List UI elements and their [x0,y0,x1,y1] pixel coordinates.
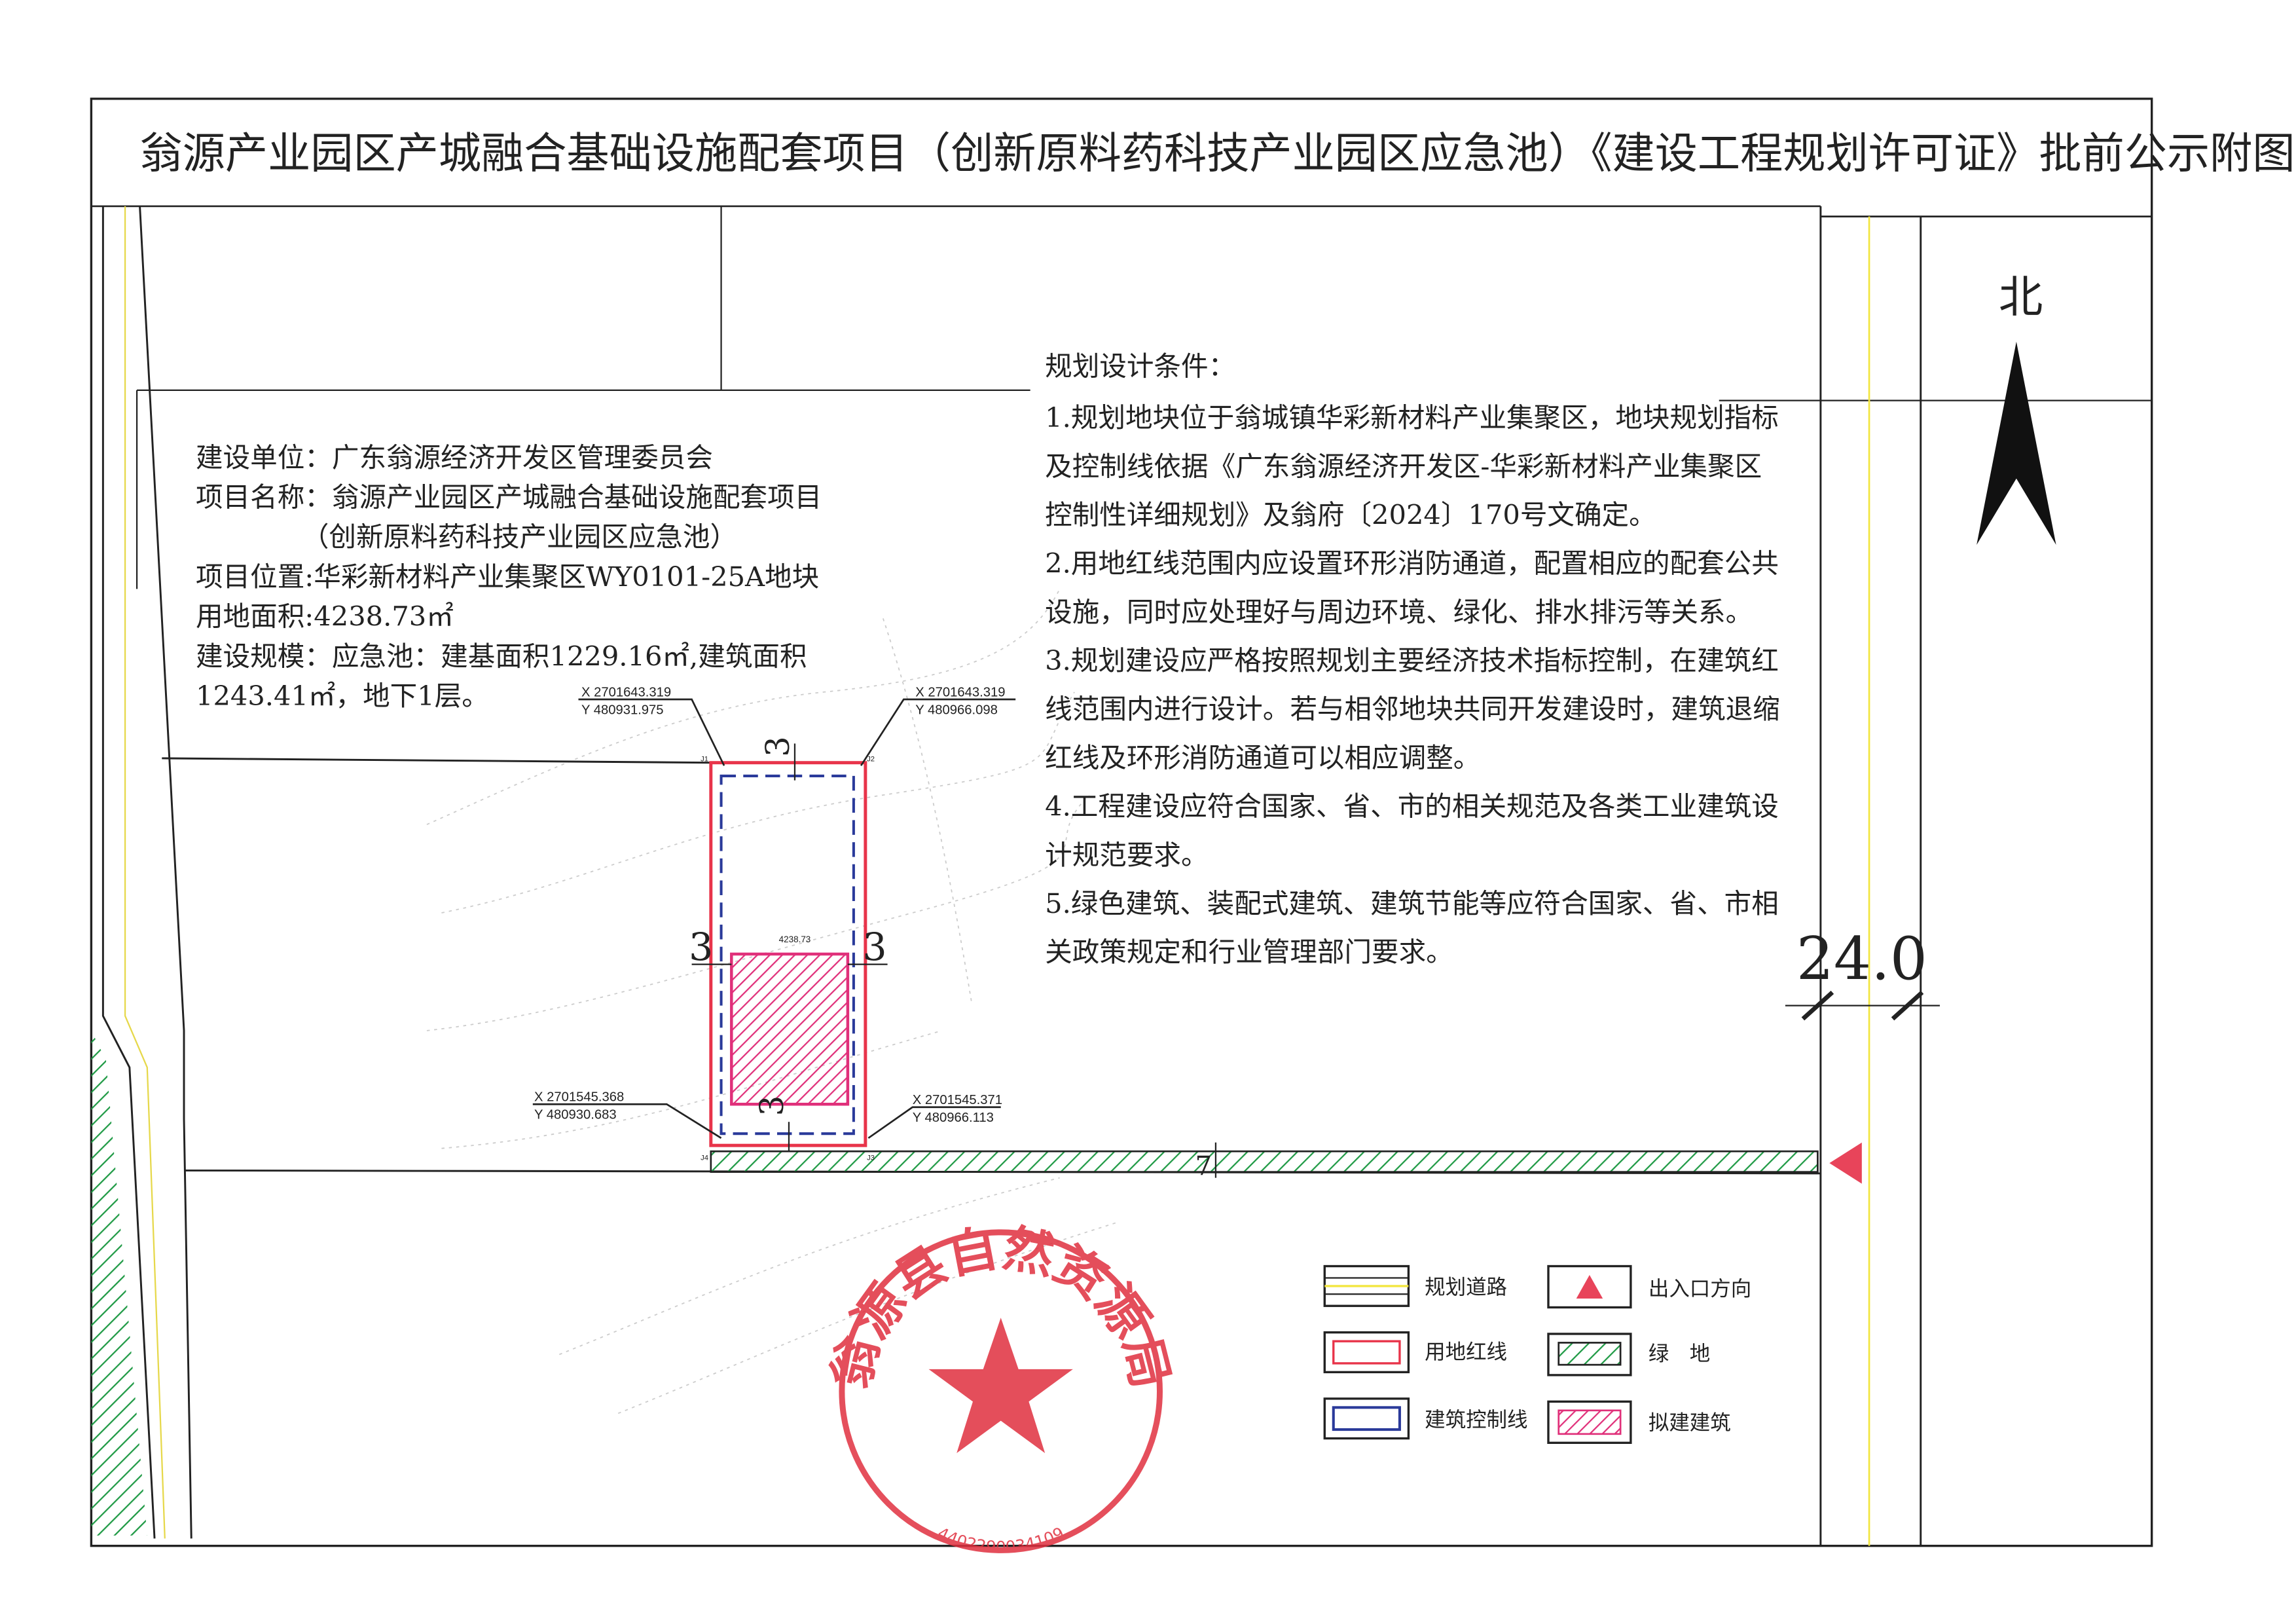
setback-right: 3 [862,925,886,969]
star-icon [928,1318,1073,1454]
coord-tl-y: Y 480931.975 [581,703,664,718]
legend: 规划道路 用地红线 建筑控制线 出入口方向 绿 地 拟建建筑 [1323,1264,1751,1444]
svg-text:出入口方向: 出入口方向 [1649,1277,1751,1301]
legend-green: 绿 地 [1547,1333,1710,1376]
svg-text:红线及环形消防通道可以相应调整。: 红线及环形消防通道可以相应调整。 [1045,741,1480,773]
site-area-label: 4238.73 [779,934,811,944]
svg-text:J2: J2 [867,755,875,763]
left-road [91,206,192,1539]
svg-text:拟建建筑: 拟建建筑 [1649,1411,1731,1435]
svg-text:5.绿色建筑、装配式建筑、建筑节能等应符合国家、省、市相: 5.绿色建筑、装配式建筑、建筑节能等应符合国家、省、市相 [1045,887,1779,919]
legend-entrance: 出入口方向 [1547,1264,1751,1309]
project-info: 建设单位：广东翁源经济开发区管理委员会 项目名称：翁源产业园区产城融合基础设施配… [196,441,822,712]
entrance-triangle-icon [1576,1275,1603,1299]
green-setback-label: 7 [1195,1150,1212,1181]
info-line: （创新原料药科技产业园区应急池） [302,521,737,553]
north-arrow-icon [1977,341,2056,545]
svg-text:4402290034109: 4402290034109 [935,1523,1067,1557]
svg-text:3.规划建设应严格按照规划主要经济技术指标控制，在建筑红: 3.规划建设应严格按照规划主要经济技术指标控制，在建筑红 [1045,644,1779,676]
coord-br-x: X 2701545.371 [913,1093,1002,1107]
info-line: 项目位置:华彩新材料产业集聚区WY0101-25A地块 [196,561,819,593]
right-road: 24.0 [1785,206,1940,1546]
setback-bottom: 3 [753,1096,791,1116]
svg-text:2.用地红线范围内应设置环形消防通道，配置相应的配套公共: 2.用地红线范围内应设置环形消防通道，配置相应的配套公共 [1045,547,1779,580]
info-line: 1243.41㎡，地下1层。 [196,680,489,712]
legend-building-control-line: 建筑控制线 [1323,1397,1527,1440]
svg-text:设施，同时应处理好与周边环境、绿化、排水排污等关系。: 设施，同时应处理好与周边环境、绿化、排水排污等关系。 [1045,596,1753,628]
legend-proposed-building: 拟建建筑 [1547,1400,1731,1444]
conditions-heading: 规划设计条件： [1045,350,1235,382]
road-width-label: 24.0 [1796,925,1927,993]
info-line: 建设规模：应急池：建基面积1229.16㎡,建筑面积 [196,640,807,672]
svg-text:用地红线: 用地红线 [1425,1340,1507,1364]
svg-text:J3: J3 [867,1154,875,1162]
site-plan: 4238.73 3 3 3 3 J1 J2 J3 J4 [689,736,888,1162]
seal-number: 4402290034109 [935,1523,1067,1557]
building-control-line [720,774,855,1135]
green-belt-south [710,1150,1819,1173]
svg-text:1.规划地块位于翁城镇华彩新材料产业集聚区，地块规划指标: 1.规划地块位于翁城镇华彩新材料产业集聚区，地块规划指标 [1045,401,1779,434]
coord-tl-x: X 2701643.319 [581,686,671,700]
setback-top: 3 [759,736,797,756]
legend-land-red-line: 用地红线 [1323,1331,1507,1374]
topographic-background [426,589,1119,1414]
coord-bl-y: Y 480930.683 [534,1108,617,1122]
north-arrow: 北 [1977,271,2056,545]
svg-text:及控制线依据《广东翁源经济开发区-华彩新材料产业集聚区: 及控制线依据《广东翁源经济开发区-华彩新材料产业集聚区 [1045,450,1762,482]
info-line: 项目名称：翁源产业园区产城融合基础设施配套项目 [196,481,822,513]
svg-text:计规范要求。: 计规范要求。 [1045,839,1208,871]
setback-left: 3 [689,925,713,969]
drawing-title: 翁源产业园区产城融合基础设施配套项目（创新原料药科技产业园区应急池）《建设工程规… [140,128,2295,178]
info-line: 用地面积:4238.73㎡ [196,600,454,633]
coord-tr-x: X 2701643.319 [915,686,1005,700]
svg-text:关政策规定和行业管理部门要求。: 关政策规定和行业管理部门要求。 [1045,936,1453,968]
svg-text:控制性详细规划》及翁府〔2024〕170号文确定。: 控制性详细规划》及翁府〔2024〕170号文确定。 [1045,499,1656,531]
planning-conditions: 规划设计条件： 1.规划地块位于翁城镇华彩新材料产业集聚区，地块规划指标 及控制… [1045,350,1780,968]
svg-text:绿 地: 绿 地 [1649,1342,1710,1365]
drawing-frame [90,98,2153,1547]
info-line: 建设单位：广东翁源经济开发区管理委员会 [196,441,713,473]
coord-tr-y: Y 480966.098 [915,703,998,718]
entrance-direction-icon [1829,1142,1862,1184]
svg-text:规划道路: 规划道路 [1425,1276,1507,1299]
svg-text:J4: J4 [701,1154,708,1162]
green-belt-left [91,559,147,1536]
official-seal: 翁源县自然资源局 4402290034109 [821,1219,1180,1557]
coord-br-y: Y 480966.113 [913,1111,994,1125]
proposed-building [730,952,850,1106]
north-label: 北 [1999,271,2043,323]
coordinate-callouts: X 2701643.319 Y 480931.975 X 2701643.319… [532,686,1016,1139]
svg-text:建筑控制线: 建筑控制线 [1425,1409,1527,1432]
coord-bl-x: X 2701545.368 [534,1090,624,1105]
svg-text:4.工程建设应符合国家、省、市的相关规范及各类工业建筑设: 4.工程建设应符合国家、省、市的相关规范及各类工业建筑设 [1045,790,1779,822]
legend-planned-road: 规划道路 [1323,1264,1507,1307]
svg-text:J1: J1 [701,755,708,763]
svg-text:线范围内进行设计。若与相邻地块共同开发建设时，建筑退缩: 线范围内进行设计。若与相邻地块共同开发建设时，建筑退缩 [1045,693,1780,725]
